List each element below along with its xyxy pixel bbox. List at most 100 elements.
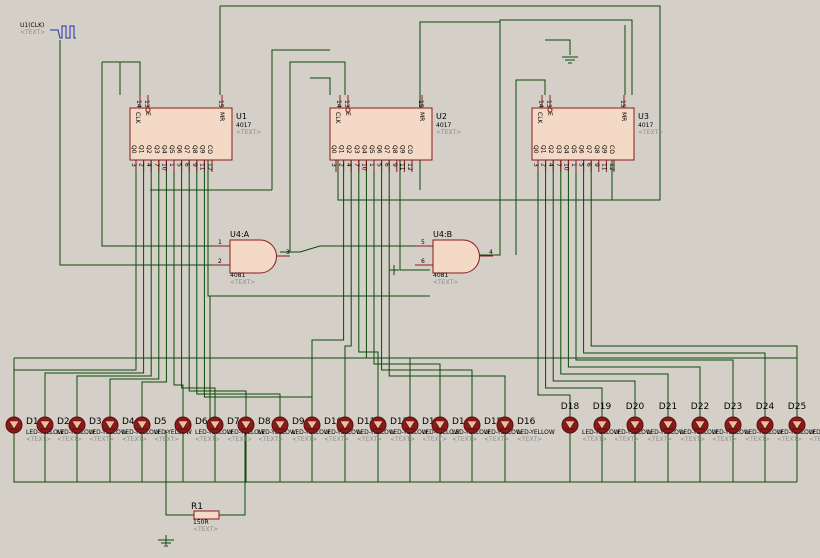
u2-feed <box>271 49 330 190</box>
pin-number: 5 <box>421 239 425 246</box>
resistor-value: 150R <box>193 519 209 526</box>
pin-number: 13 <box>343 100 350 108</box>
pin-label-q: Q9 <box>600 145 607 154</box>
clock-placeholder: <TEXT> <box>20 29 45 36</box>
pin-label-q: Q9 <box>398 145 405 154</box>
pin-number: 15 <box>619 100 626 108</box>
clock-wave-icon <box>50 25 76 39</box>
counter-ref: U1 <box>236 112 247 121</box>
led-placeholder: <TEXT> <box>452 436 477 443</box>
led-placeholder: <TEXT> <box>154 436 179 443</box>
wires <box>13 5 798 545</box>
u2-mr <box>419 21 500 190</box>
pin-label-q: Q5 <box>368 145 375 154</box>
pin-label-q: Q0 <box>130 145 137 154</box>
pin-number: 3 <box>532 163 539 167</box>
led-diode-icon <box>629 420 641 430</box>
pin-label-q: Q3 <box>353 145 360 154</box>
led-diode-icon <box>759 420 771 430</box>
pin-label-q: Q5 <box>168 145 175 154</box>
counter-part: 4017 <box>236 122 251 129</box>
led-ref: D24 <box>756 402 775 412</box>
led-placeholder: <TEXT> <box>745 436 770 443</box>
u2-output-wire <box>311 160 345 410</box>
u1-output-wire <box>196 160 281 410</box>
u3-output-wire <box>590 160 798 410</box>
pin-label-q: Q3 <box>555 145 562 154</box>
u1-output-wire <box>76 160 152 410</box>
led-diode-icon <box>240 420 252 430</box>
pin-label-q: Q2 <box>145 145 152 154</box>
pin-number: 10 <box>360 163 367 171</box>
pin-label-q: Q4 <box>360 145 367 154</box>
pin-label-mr: MR <box>418 112 425 121</box>
pin-label-q: Q0 <box>532 145 539 154</box>
pin-number: 2 <box>540 163 547 167</box>
led-diode-icon <box>466 420 478 430</box>
led-ref: D19 <box>593 402 612 412</box>
led-placeholder: <TEXT> <box>484 436 509 443</box>
gate-a-out <box>280 245 430 253</box>
pin-label-clk: CLK <box>334 112 341 125</box>
pin-number: 7 <box>353 163 360 167</box>
led-placeholder: <TEXT> <box>89 436 114 443</box>
pin-number: 9 <box>593 163 600 167</box>
pin-label-q: Q2 <box>547 145 554 154</box>
led-placeholder: <TEXT> <box>258 436 283 443</box>
u2-output-wire <box>344 160 352 410</box>
pin-label-q: CO <box>206 145 213 154</box>
pin-label-q: Q4 <box>160 145 167 154</box>
u2-clk <box>310 77 331 95</box>
led-ref: D3 <box>89 417 102 427</box>
led-ref: D21 <box>659 402 677 412</box>
u3-output-wire <box>537 160 571 410</box>
led-ref: D4 <box>122 417 135 427</box>
pin-number: 15 <box>217 100 224 108</box>
u1-output-wire <box>141 160 167 410</box>
pin-label-q: Q7 <box>383 145 390 154</box>
invert-bubble <box>547 107 553 113</box>
pin-number: 6 <box>585 163 592 167</box>
pin-label-q: Q9 <box>198 145 205 154</box>
led-diode-icon <box>8 420 20 430</box>
counter-body <box>531 107 635 161</box>
led-placeholder: <TEXT> <box>712 436 737 443</box>
gate-ref: U4:B <box>433 230 452 239</box>
led-value: LED-YELLOW <box>809 429 820 436</box>
u2-output-wire <box>358 160 379 410</box>
led-placeholder: <TEXT> <box>582 436 607 443</box>
pin-number: 6 <box>383 163 390 167</box>
pin-number: 5 <box>578 163 585 167</box>
pin-number: 1 <box>218 239 222 246</box>
invert-bubble <box>345 107 351 113</box>
led-placeholder: <TEXT> <box>680 436 705 443</box>
led-ref: D2 <box>57 417 70 427</box>
pin-label-e: E <box>546 112 553 116</box>
pin-number: 4 <box>145 163 152 167</box>
pin-number: 13 <box>545 100 552 108</box>
pin-label-q: CO <box>608 145 615 154</box>
led-diode-icon <box>694 420 706 430</box>
pin-label-clk: CLK <box>536 112 543 125</box>
pin-number: 14 <box>335 100 342 108</box>
counter-placeholder: <TEXT> <box>436 129 461 136</box>
led-ref: D12 <box>390 417 408 427</box>
pin-number: 4 <box>345 163 352 167</box>
led-diode-icon <box>209 420 221 430</box>
u2-output-wire <box>365 160 411 410</box>
u1-output-wire <box>173 160 184 410</box>
pin-label-mr: MR <box>218 112 225 121</box>
counter-placeholder: <TEXT> <box>236 129 261 136</box>
pin-number: 12 <box>608 163 615 171</box>
led-value: LED-YELLOW <box>517 429 555 436</box>
u1-output-wire <box>181 160 216 410</box>
led-diode-icon <box>791 420 803 430</box>
led-placeholder: <TEXT> <box>292 436 317 443</box>
counter-body <box>329 107 433 161</box>
u3-output-wire <box>552 160 636 410</box>
pin-number: 7 <box>153 163 160 167</box>
